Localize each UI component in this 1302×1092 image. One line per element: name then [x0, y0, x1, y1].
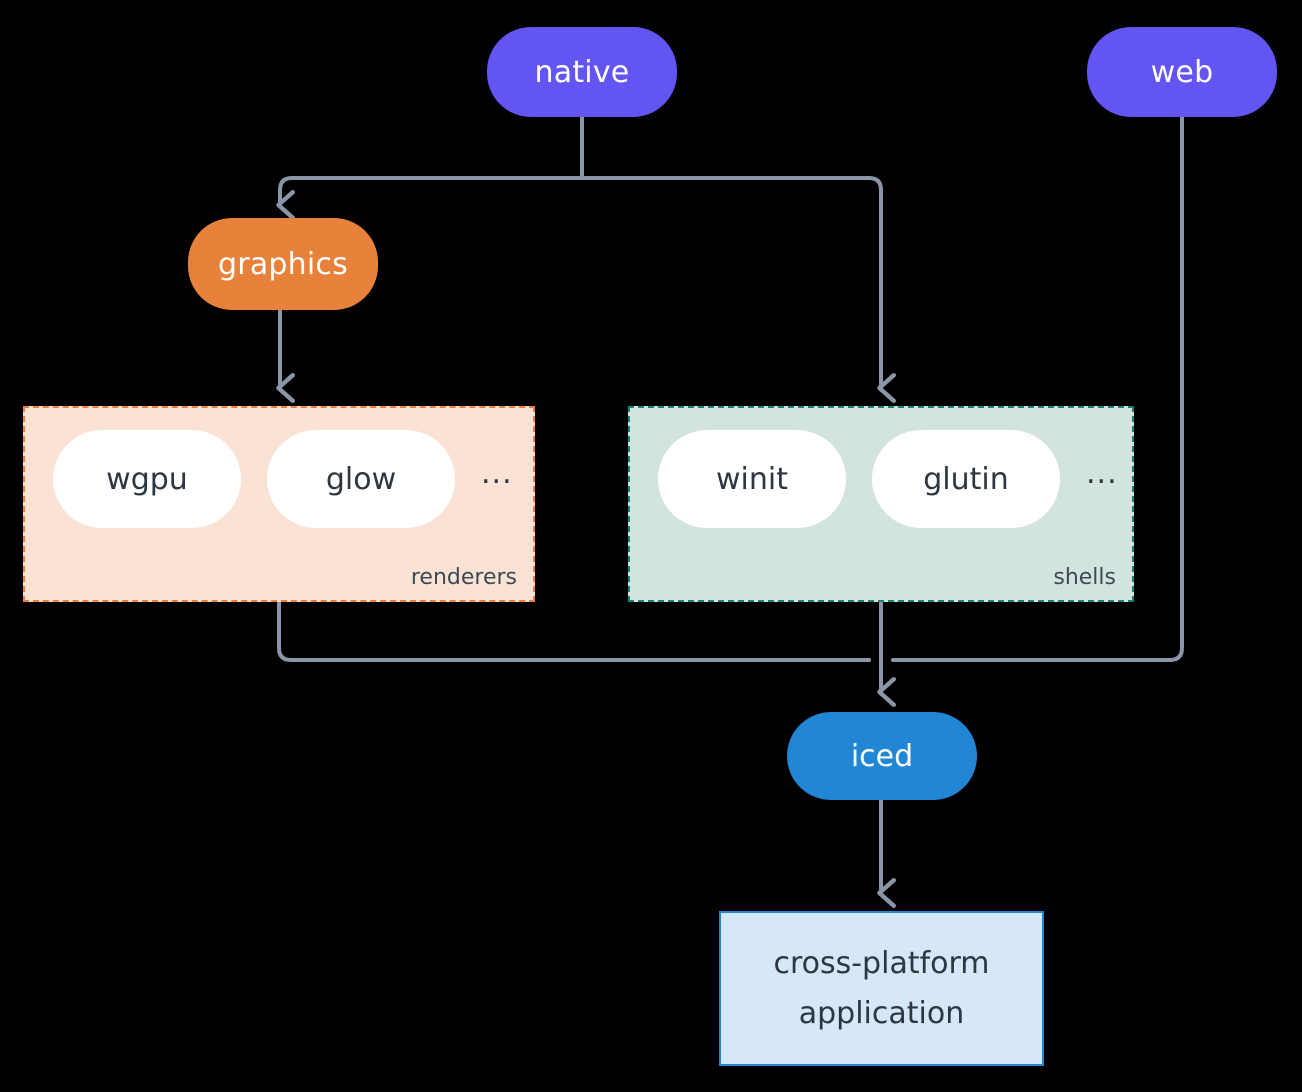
- node-application[interactable]: cross-platform application: [719, 911, 1044, 1066]
- node-web-label: web: [1150, 54, 1214, 90]
- node-graphics[interactable]: graphics: [188, 218, 378, 310]
- shells-overflow-ellipsis: ...: [1086, 456, 1118, 491]
- item-glutin-label: glutin: [923, 461, 1009, 497]
- node-native-label: native: [534, 54, 630, 90]
- node-application-line1: cross-platform: [773, 946, 990, 981]
- item-glow-label: glow: [325, 461, 397, 497]
- item-wgpu[interactable]: wgpu: [53, 430, 241, 528]
- item-glutin[interactable]: glutin: [872, 430, 1060, 528]
- renderers-overflow-ellipsis: ...: [481, 456, 513, 491]
- edge-renderers-to-bus: [277, 600, 871, 662]
- group-renderers-label: renderers: [410, 565, 517, 590]
- node-iced-label: iced: [850, 738, 914, 774]
- node-native[interactable]: native: [487, 27, 677, 117]
- group-shells-items: winit glutin ...: [658, 430, 1118, 528]
- node-iced[interactable]: iced: [787, 712, 977, 800]
- group-shells: winit glutin ... shells: [628, 406, 1134, 602]
- edge-native-to-shells: [580, 176, 896, 404]
- item-winit[interactable]: winit: [658, 430, 846, 528]
- group-renderers-items: wgpu glow ...: [53, 430, 513, 528]
- item-winit-label: winit: [716, 461, 788, 497]
- group-renderers: wgpu glow ... renderers: [23, 406, 535, 602]
- group-shells-label: shells: [1053, 565, 1116, 590]
- item-wgpu-label: wgpu: [106, 461, 188, 497]
- edge-native-to-graphics: [276, 176, 584, 221]
- node-web[interactable]: web: [1087, 27, 1277, 117]
- node-graphics-label: graphics: [218, 246, 348, 282]
- item-glow[interactable]: glow: [267, 430, 455, 528]
- node-application-line2: application: [798, 995, 965, 1031]
